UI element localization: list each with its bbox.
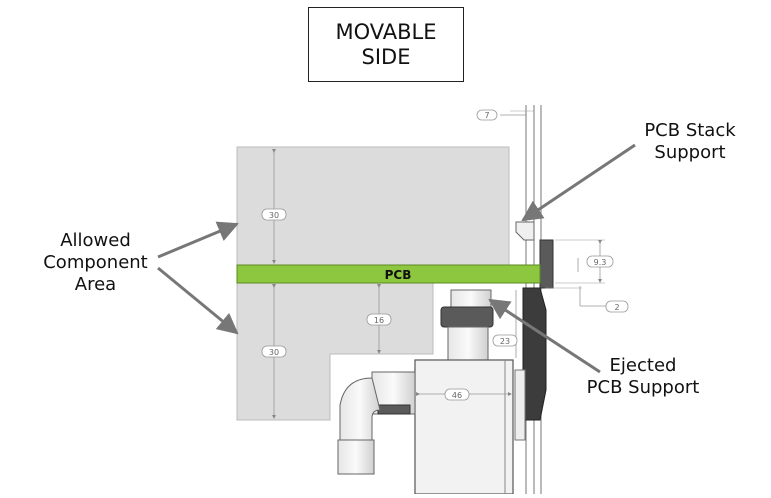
arrow-stack-support <box>521 143 636 222</box>
title-line-1: MOVABLE <box>335 19 437 44</box>
stack-support-dark <box>539 239 554 289</box>
title-line-2: SIDE <box>361 44 411 69</box>
cylinder-block <box>414 359 514 495</box>
pcb-board <box>236 264 541 284</box>
dim-30-bottom-box <box>261 345 287 358</box>
dim-30-top-box <box>261 208 287 221</box>
callout-pcb-stack-support: PCB Stack Support <box>630 120 750 164</box>
callout-allowed-line-3: Area <box>74 274 117 295</box>
dim-2-box <box>605 300 629 313</box>
dim-46: 46 <box>452 391 462 400</box>
callout-pcb-stack-support-line-1: PCB Stack <box>644 120 736 141</box>
dim-2: 2 <box>614 303 619 312</box>
dim-9-3: 9.3 <box>594 258 607 267</box>
dim-9-3-box <box>586 255 614 268</box>
callout-allowed-component-area: Allowed Component Area <box>38 230 153 296</box>
elbow-outlet <box>337 439 375 475</box>
dim-46-box <box>444 388 470 401</box>
title-box: MOVABLE SIDE <box>308 7 464 82</box>
callout-ejected-line-2: PCB Support <box>586 377 700 398</box>
dim-16: 16 <box>374 316 384 325</box>
callout-pcb-stack-support-line-2: Support <box>654 142 726 163</box>
callout-allowed-line-2: Component <box>43 252 148 273</box>
ejector-pin-head <box>450 289 492 309</box>
arrow-allowed-top <box>157 221 239 259</box>
ejector-pin-body <box>447 326 489 362</box>
arrow-ejected-support <box>488 298 601 374</box>
stack-support-bracket <box>515 221 535 241</box>
dim-30-top: 30 <box>269 211 279 220</box>
callout-allowed-line-1: Allowed <box>60 230 131 251</box>
dim-7-box <box>476 109 498 121</box>
callout-ejected-line-1: Ejected <box>609 355 677 376</box>
pcb-label: PCB <box>385 268 412 282</box>
ejected-support-plate <box>514 369 526 441</box>
dim-7: 7 <box>484 111 489 120</box>
fitting-dark-band <box>377 404 411 415</box>
ejected-support-profile <box>522 287 547 421</box>
allowed-area-top <box>236 146 510 266</box>
dim-16-box <box>366 313 392 326</box>
dim-23-box <box>492 334 518 347</box>
dim-23: 23 <box>500 337 510 346</box>
dim-30-bottom: 30 <box>269 348 279 357</box>
ejector-pin-collar <box>440 306 494 328</box>
arrow-allowed-bottom <box>157 266 239 335</box>
callout-ejected-pcb-support: Ejected PCB Support <box>578 355 708 399</box>
